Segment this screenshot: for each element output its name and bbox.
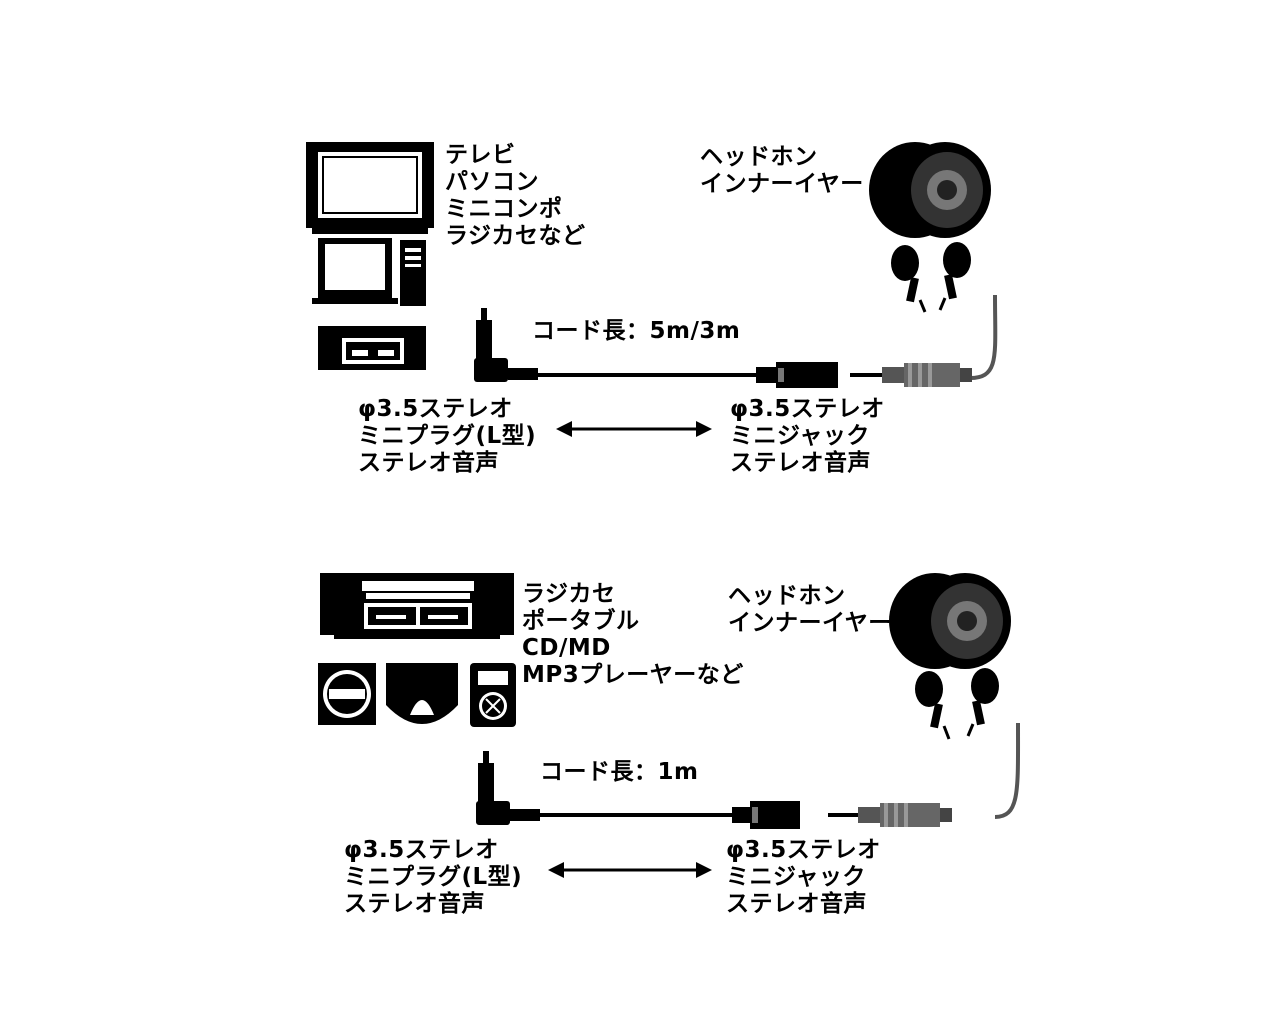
plug-spec-text: ステレオ音声 [358,450,499,476]
headphone-icon [869,142,991,238]
jack-spec-text: φ3.5ステレオ [730,396,885,422]
plug-spec-text: φ3.5ステレオ [344,837,499,863]
jack-spec-text: ステレオ音声 [726,891,867,917]
output-devices-label: ヘッドホン インナーイヤー [700,144,864,198]
mini-jack-icon [756,362,838,388]
portable-cd-icon [318,663,376,725]
output-device-text: ヘッドホン [700,144,818,170]
source-devices-label: ラジカセ ポータブル CD/MD MP3プレーヤーなど [522,581,744,689]
l-type-plug-icon [476,751,540,825]
connection-diagram-2: ラジカセ ポータブル CD/MD MP3プレーヤーなど ヘッドホン インナーイヤ… [0,565,1280,1005]
headphone-plug-icon [828,803,952,827]
plug-spec-text: ミニプラグ(L型) [344,864,523,890]
mp3-player-icon [470,663,516,727]
l-type-plug-icon [474,308,538,382]
source-device-text: ラジカセ [522,581,616,607]
tv-icon [306,142,434,234]
jack-spec-text: ミニジャック [726,864,866,890]
output-devices-label: ヘッドホン インナーイヤー [728,583,892,637]
radio-cassette-icon [320,573,514,639]
headphone-cable [969,294,998,380]
source-device-text: ミニコンポ [445,196,563,222]
mini-stereo-icon [318,326,426,370]
plug-spec-label: φ3.5ステレオ ミニプラグ(L型) ステレオ音声 [344,837,522,918]
pc-icon [312,238,426,306]
headphone-icon [889,573,1011,669]
mini-jack-icon [732,801,800,829]
double-arrow-icon [548,862,712,878]
plug-spec-label: φ3.5ステレオ ミニプラグ(L型) ステレオ音声 [358,396,536,477]
source-device-text: ポータブル [522,608,640,634]
jack-spec-text: ミニジャック [730,423,870,449]
jack-spec-text: ステレオ音声 [730,450,871,476]
output-device-text: インナーイヤー [728,610,892,636]
earbuds-icon [891,242,971,313]
md-player-icon [386,663,458,724]
source-device-text: CD/MD [522,635,611,661]
source-device-text: ラジカセなど [445,223,586,249]
diagram-1-art [306,142,998,437]
diagram-2-art [318,573,1021,878]
connection-diagram-1: テレビ パソコン ミニコンポ ラジカセなど ヘッドホン インナーイヤー コード長… [0,130,1280,570]
plug-spec-text: φ3.5ステレオ [358,396,513,422]
source-device-text: テレビ [445,142,516,168]
jack-spec-text: φ3.5ステレオ [726,837,881,863]
earbuds-icon [915,668,999,740]
cord-length-label: コード長：1m [540,759,699,785]
headphone-cable [994,722,1021,819]
source-devices-label: テレビ パソコン ミニコンポ ラジカセなど [445,142,586,250]
source-device-text: MP3プレーヤーなど [522,662,744,688]
output-device-text: ヘッドホン [728,583,846,609]
headphone-plug-icon [850,363,972,387]
source-device-text: パソコン [445,169,539,195]
cord-length-label: コード長：5m/3m [532,318,741,344]
double-arrow-icon [556,421,712,437]
jack-spec-label: φ3.5ステレオ ミニジャック ステレオ音声 [730,396,885,477]
plug-spec-text: ミニプラグ(L型) [358,423,537,449]
jack-spec-label: φ3.5ステレオ ミニジャック ステレオ音声 [726,837,881,918]
output-device-text: インナーイヤー [700,171,864,197]
plug-spec-text: ステレオ音声 [344,891,485,917]
